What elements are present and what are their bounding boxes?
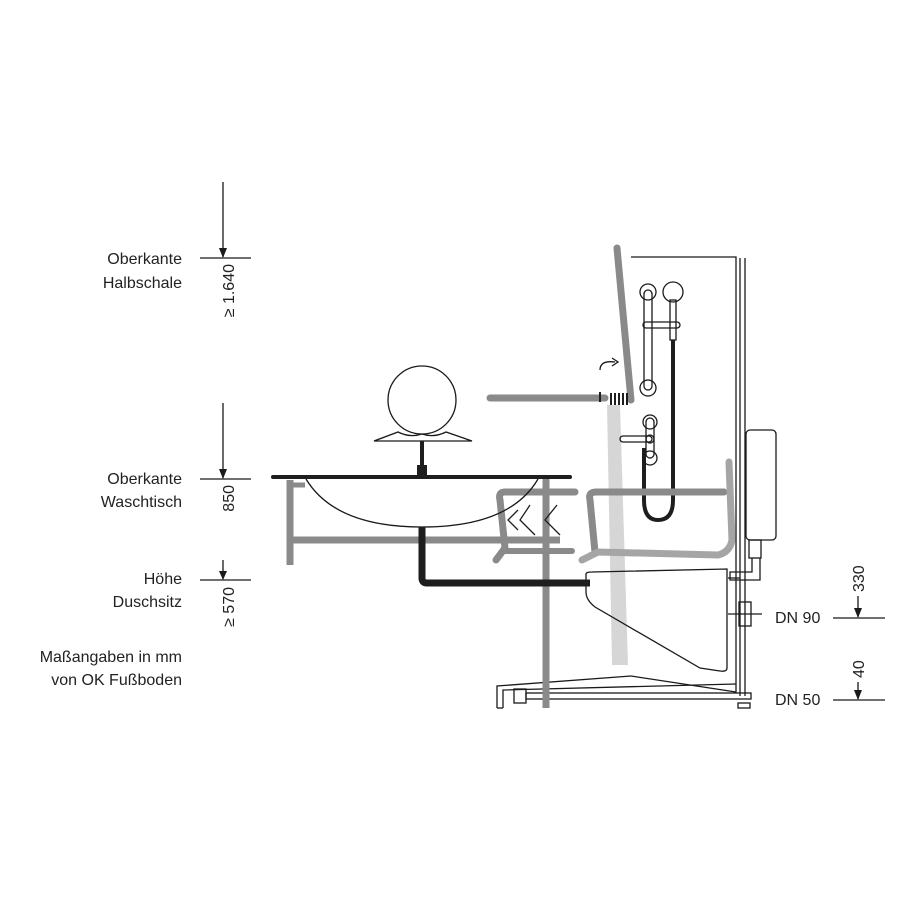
dimension-dn50: DN 50 40 [775,660,885,709]
dimension-value-waschtisch: 850 [221,485,238,512]
cistern-box [729,429,777,581]
grab-rail [639,283,681,397]
wall-strip [607,405,628,665]
label-waschtisch-line2: Waschtisch [101,494,182,511]
label-oberkante-line1: Oberkante [107,251,182,268]
connection-dn50-label: DN 50 [775,692,820,709]
shower-seat-body [585,568,728,672]
shower-seat-armrests [492,458,736,564]
label-halbschale-line2: Halbschale [103,275,182,292]
dimension-duschsitz: Höhe Duschsitz ≥ 570 [113,560,251,627]
shower-handle [669,299,677,341]
connection-dn90-label: DN 90 [775,610,820,627]
dimension-value-330: 330 [851,565,868,592]
mirror [373,365,473,442]
dimension-halbschale: Oberkante Halbschale ≥ 1.640 [103,182,251,317]
label-oberkante-line1: Oberkante [107,471,182,488]
shower-panel [619,256,746,696]
label-duschsitz-line2: Duschsitz [113,594,182,611]
dimension-value-40: 40 [851,660,868,678]
note-line2: von OK Fußboden [51,672,182,689]
arrow-head-icon [854,690,862,700]
dimension-value-halbschale: ≥ 1.640 [221,264,238,317]
washbasin [271,475,572,528]
arrow-head-icon [219,571,227,580]
dimension-dn90: DN 90 330 [775,565,885,627]
arrow-head-icon [219,248,227,258]
arrow-head-icon [219,469,227,479]
label-hoehe-line1: Höhe [144,571,182,588]
fold-up-backrest [613,244,635,404]
dimension-value-duschsitz: ≥ 570 [221,587,238,627]
note-line1: Maßangaben in mm [40,649,182,666]
thermostat-mixer [619,414,658,466]
drain-pipe [418,527,590,587]
shower-hose [642,340,675,523]
arrow-head-icon [854,608,862,618]
faucet [417,465,427,477]
fold-direction-arrow-icon [599,361,616,371]
floor-frame [496,675,752,709]
dimension-waschtisch: Oberkante Waschtisch 850 [101,403,251,512]
shower-head-icon [662,281,684,303]
hinge [599,392,628,405]
